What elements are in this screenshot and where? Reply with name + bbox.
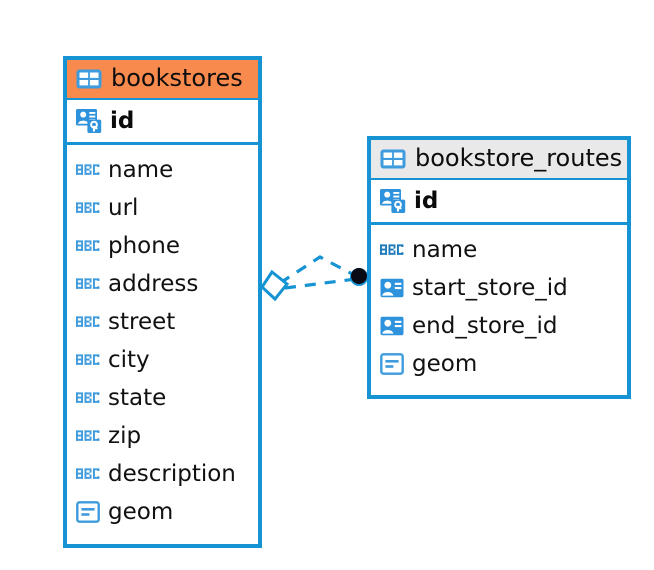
field-label: street xyxy=(108,309,176,336)
field-row-start-store-id[interactable]: start_store_id xyxy=(380,269,619,307)
field-row-address[interactable]: address xyxy=(76,265,250,303)
relationship-line-arc xyxy=(279,255,357,285)
field-list-bookstore-routes: name start_store_id xyxy=(371,225,627,391)
field-row-name[interactable]: name xyxy=(380,231,619,269)
field-label: address xyxy=(108,271,199,298)
field-row-url[interactable]: url xyxy=(76,189,250,227)
text-abc-icon xyxy=(76,429,100,443)
table-icon xyxy=(76,69,102,89)
text-abc-icon xyxy=(76,391,100,405)
text-abc-icon xyxy=(76,163,100,177)
field-row-name[interactable]: name xyxy=(76,151,250,189)
field-label: phone xyxy=(108,233,180,260)
filled-circle-marker xyxy=(351,268,367,284)
diamond-marker xyxy=(260,269,290,302)
entity-title-bookstore-routes: bookstore_routes xyxy=(415,144,623,172)
field-row-end-store-id[interactable]: end_store_id xyxy=(380,307,619,345)
text-abc-icon xyxy=(76,239,100,253)
field-row-street[interactable]: street xyxy=(76,303,250,341)
field-label: end_store_id xyxy=(412,313,558,340)
entity-title-bookstores: bookstores xyxy=(111,64,243,92)
primary-key-row-bookstores[interactable]: id xyxy=(67,100,258,146)
entity-bookstores[interactable]: bookstores id xyxy=(63,56,262,548)
geometry-icon xyxy=(380,353,404,376)
primary-key-label-bookstore-routes: id xyxy=(414,188,439,215)
filled-circle-marker-ring xyxy=(350,268,368,286)
text-abc-icon xyxy=(380,243,404,257)
text-abc-icon xyxy=(76,277,100,291)
field-label: url xyxy=(108,195,139,222)
field-label: state xyxy=(108,385,167,412)
field-row-geom[interactable]: geom xyxy=(76,493,250,531)
foreign-key-icon xyxy=(380,278,404,298)
field-label: start_store_id xyxy=(412,275,568,302)
entity-header-bookstore-routes[interactable]: bookstore_routes xyxy=(371,140,627,181)
field-row-zip[interactable]: zip xyxy=(76,417,250,455)
field-label: name xyxy=(412,237,478,264)
primary-key-row-bookstore-routes[interactable]: id xyxy=(371,180,627,226)
geometry-icon xyxy=(76,501,100,524)
field-label: name xyxy=(108,157,174,184)
relationship-line-straight xyxy=(284,277,357,290)
field-label: description xyxy=(108,461,236,488)
field-row-city[interactable]: city xyxy=(76,341,250,379)
field-label: geom xyxy=(412,351,478,378)
text-abc-icon xyxy=(76,201,100,215)
field-label: zip xyxy=(108,423,142,450)
field-label: geom xyxy=(108,499,174,526)
text-abc-icon xyxy=(76,315,100,329)
field-row-geom[interactable]: geom xyxy=(380,345,619,383)
table-icon xyxy=(380,149,406,169)
field-label: city xyxy=(108,347,150,374)
entity-bookstore-routes[interactable]: bookstore_routes id xyxy=(367,136,631,399)
foreign-key-icon xyxy=(380,316,404,336)
entity-header-bookstores[interactable]: bookstores xyxy=(67,60,258,101)
field-row-state[interactable]: state xyxy=(76,379,250,417)
primary-key-icon xyxy=(76,108,102,134)
primary-key-label-bookstores: id xyxy=(110,108,135,135)
field-row-description[interactable]: description xyxy=(76,455,250,493)
primary-key-icon xyxy=(380,188,406,214)
field-list-bookstores: name xyxy=(67,145,258,539)
text-abc-icon xyxy=(76,353,100,367)
field-row-phone[interactable]: phone xyxy=(76,227,250,265)
text-abc-icon xyxy=(76,467,100,481)
